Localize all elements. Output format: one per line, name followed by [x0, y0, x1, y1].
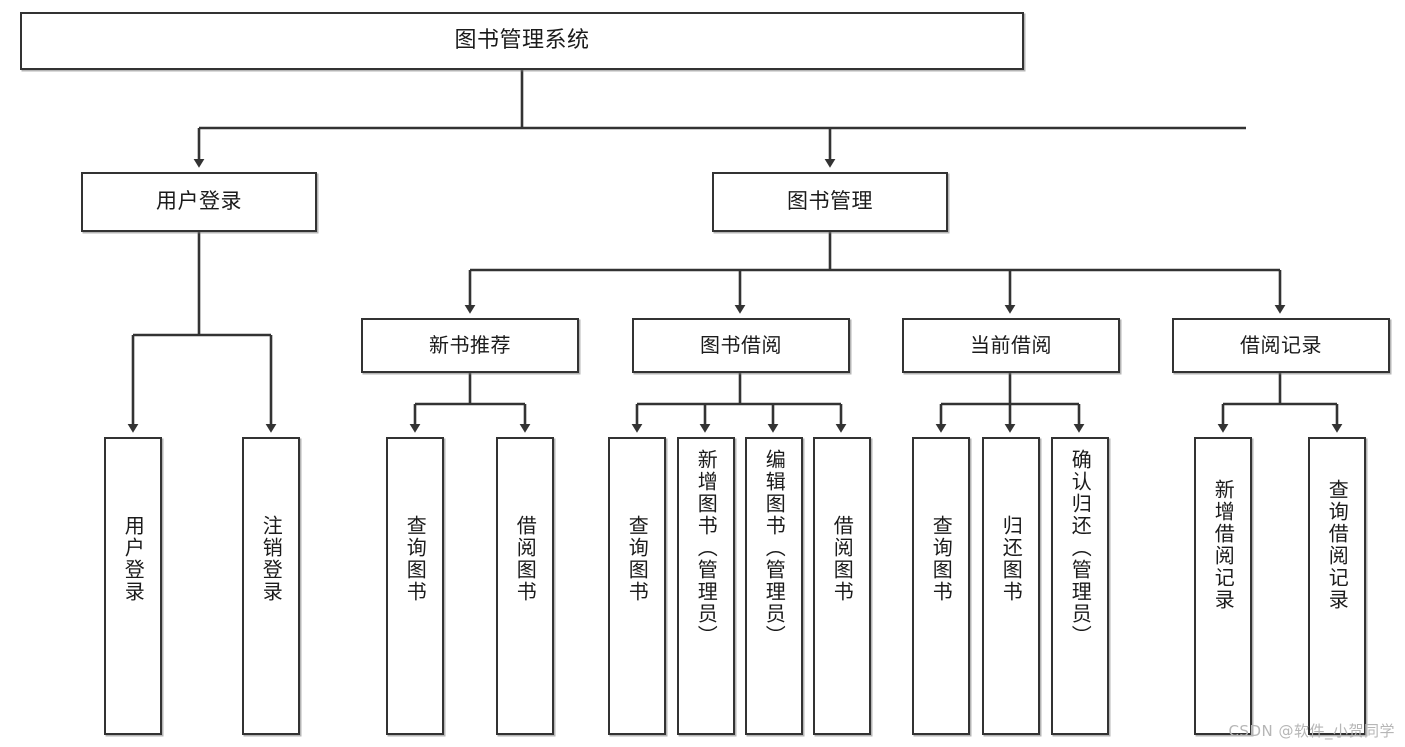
- csdn-watermark: CSDN @软件_小贺同学: [1228, 722, 1395, 740]
- node-label: 当前借阅: [970, 333, 1052, 358]
- node-leaf-add-book[interactable]: 新增图书（管理员）: [677, 437, 735, 735]
- node-label: 新增借阅记录: [1211, 479, 1236, 611]
- node-label: 图书借阅: [700, 333, 782, 358]
- node-label: 查询图书: [403, 515, 428, 603]
- node-current-borrow[interactable]: 当前借阅: [902, 318, 1120, 373]
- node-label: 新增图书（管理员）: [694, 449, 719, 647]
- node-leaf-return-book[interactable]: 归还图书: [982, 437, 1040, 735]
- node-label: 图书管理系统: [454, 27, 590, 53]
- node-label: 确认归还（管理员）: [1068, 449, 1093, 647]
- node-label: 编辑图书（管理员）: [762, 449, 787, 647]
- wire-userlogin-to-leaves: [127, 232, 277, 433]
- wire-bookmgmt-to-level3: [464, 232, 1286, 314]
- node-label: 借阅记录: [1240, 333, 1322, 358]
- node-user-login[interactable]: 用户登录: [81, 172, 317, 232]
- node-leaf-confirm-return[interactable]: 确认归还（管理员）: [1051, 437, 1109, 735]
- wire-bookborrow-to-leaves: [631, 373, 847, 433]
- node-label: 借阅图书: [830, 515, 855, 603]
- wire-currentborrow-to-leaves: [935, 373, 1085, 433]
- node-label: 用户登录: [121, 515, 146, 603]
- node-label: 查询图书: [929, 515, 954, 603]
- wire-newbook-to-leaves: [409, 373, 531, 433]
- node-leaf-query-book-2[interactable]: 查询图书: [608, 437, 666, 735]
- node-label: 注销登录: [259, 515, 284, 603]
- node-leaf-query-book-3[interactable]: 查询图书: [912, 437, 970, 735]
- node-leaf-borrow-book-2[interactable]: 借阅图书: [813, 437, 871, 735]
- wire-root-to-level2: [193, 70, 1246, 168]
- node-label: 归还图书: [999, 515, 1024, 603]
- node-label: 图书管理: [787, 189, 873, 214]
- node-label: 用户登录: [156, 189, 242, 214]
- node-leaf-user-login[interactable]: 用户登录: [104, 437, 162, 735]
- wire-borrowrecord-to-leaves: [1217, 373, 1343, 433]
- node-leaf-add-record[interactable]: 新增借阅记录: [1194, 437, 1252, 735]
- node-label: 新书推荐: [429, 333, 511, 358]
- node-label: 查询图书: [625, 515, 650, 603]
- node-leaf-logout[interactable]: 注销登录: [242, 437, 300, 735]
- node-label: 借阅图书: [513, 515, 538, 603]
- node-book-borrow[interactable]: 图书借阅: [632, 318, 850, 373]
- node-label: 查询借阅记录: [1325, 479, 1350, 611]
- node-borrow-record[interactable]: 借阅记录: [1172, 318, 1390, 373]
- node-book-management[interactable]: 图书管理: [712, 172, 948, 232]
- node-new-book-recommend[interactable]: 新书推荐: [361, 318, 579, 373]
- node-leaf-borrow-book-1[interactable]: 借阅图书: [496, 437, 554, 735]
- node-leaf-query-book-1[interactable]: 查询图书: [386, 437, 444, 735]
- node-root-book-management-system[interactable]: 图书管理系统: [20, 12, 1024, 70]
- node-leaf-edit-book[interactable]: 编辑图书（管理员）: [745, 437, 803, 735]
- node-leaf-query-record[interactable]: 查询借阅记录: [1308, 437, 1366, 735]
